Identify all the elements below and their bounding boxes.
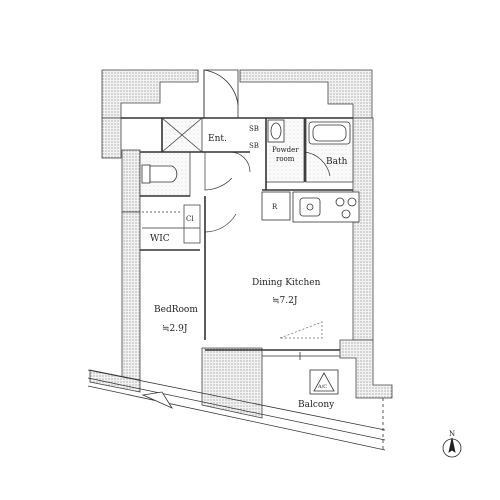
label-fridge: R (272, 203, 278, 211)
lighting-mark (279, 321, 323, 339)
label-powder-room-2: room (276, 155, 295, 163)
outdoor-unit (309, 369, 339, 395)
label-bedroom: BedRoom (154, 305, 198, 315)
toilet (141, 164, 178, 184)
label-dining-kitchen: Dining Kitchen (252, 278, 321, 288)
wash-basin (267, 119, 285, 143)
entrance-door (203, 69, 239, 119)
interior-door-swings (204, 151, 331, 233)
exterior-walls (89, 69, 393, 419)
balcony-door (262, 352, 340, 360)
compass-north-icon (442, 437, 462, 458)
label-balcony: Balcony (298, 400, 335, 410)
bathtub (308, 121, 351, 145)
label-dining-kitchen-size: ≒7.2J (272, 296, 298, 306)
label-wic: WIC (150, 234, 170, 244)
label-bedroom-size: ≒2.9J (162, 324, 188, 334)
label-outdoor-unit: A/C (317, 384, 327, 390)
label-entrance: Ent. (208, 134, 227, 144)
compass-label: N (449, 430, 455, 438)
kitchen-counter (292, 191, 360, 223)
label-bath: Bath (326, 157, 348, 167)
facade-lines (87, 369, 386, 451)
bedroom-window (141, 300, 206, 409)
label-shoe-box: SB (249, 125, 259, 133)
label-powder-room-1: Powder (272, 146, 299, 154)
fridge-box (261, 191, 291, 221)
label-hall-storage: SB (249, 142, 259, 150)
wic-shelves (142, 204, 201, 244)
label-small-storage: Cl (186, 215, 194, 223)
